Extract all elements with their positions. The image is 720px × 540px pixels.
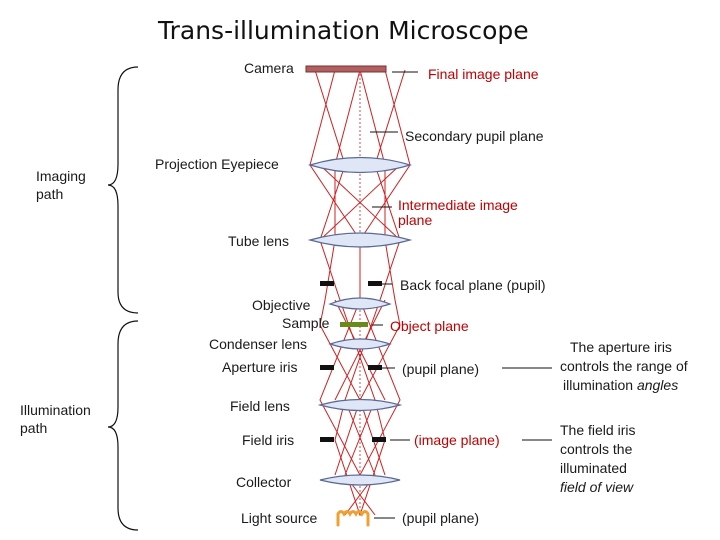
label-aperture-iris: Aperture iris: [222, 359, 298, 375]
plane-secondary-pupil: Secondary pupil plane: [405, 128, 544, 144]
sample-slide: [340, 322, 368, 327]
label-camera: Camera: [244, 60, 294, 76]
label-collector: Collector: [236, 474, 292, 490]
ray: [359, 399, 386, 516]
label-condenser-lens: Condenser lens: [209, 336, 308, 352]
aperture-iris-left: [320, 365, 334, 370]
label-field-lens: Field lens: [230, 398, 290, 414]
plane-pupil-1: (pupil plane): [402, 361, 480, 377]
note-aperture-line3b: angles: [636, 377, 679, 393]
ray: [334, 399, 361, 516]
field-lens: [317, 398, 403, 412]
plane-intermediate-line2: plane: [398, 212, 433, 228]
plane-object: Object plane: [390, 318, 469, 334]
camera-sensor: [305, 65, 387, 73]
plane-final-image: Final image plane: [428, 66, 539, 82]
tube-lens: [307, 232, 413, 248]
plane-pupil-2: (pupil plane): [402, 510, 480, 526]
note-aperture-line2: controls the range of: [560, 358, 688, 374]
note-field-line3: illuminated: [560, 460, 627, 476]
ray: [314, 69, 376, 476]
note-field-line2: controls the: [560, 441, 633, 457]
illumination-path-brace: [107, 320, 139, 531]
plane-image: (image plane): [414, 432, 500, 448]
illumination-path-line1: Illumination: [20, 402, 91, 418]
ray-bundle: [309, 69, 411, 516]
ray: [359, 69, 401, 476]
ray: [359, 69, 411, 476]
field-iris-right: [372, 437, 386, 442]
plane-intermediate-line1: Intermediate image: [398, 197, 518, 213]
field-iris-left: [320, 437, 334, 442]
ray: [319, 69, 361, 476]
ray: [309, 69, 361, 476]
imaging-path-line1: Imaging: [36, 168, 86, 184]
illumination-path-line2: path: [20, 420, 48, 436]
note-field-line1: The field iris: [560, 422, 636, 438]
label-tube-lens: Tube lens: [228, 233, 289, 249]
plane-back-focal: Back focal plane (pupil): [400, 277, 546, 293]
objective-lens: [328, 297, 392, 310]
label-projection-eyepiece: Projection Eyepiece: [155, 156, 279, 172]
imaging-path-line2: path: [36, 186, 64, 202]
collector-lens: [319, 474, 401, 486]
leader-lines: [370, 71, 552, 519]
note-field-line4: field of view: [560, 479, 634, 495]
note-aperture-line1: The aperture iris: [570, 339, 672, 355]
label-light-source: Light source: [241, 510, 318, 526]
label-field-iris: Field iris: [242, 432, 295, 448]
condenser-lens: [328, 338, 392, 350]
imaging-path-brace: [107, 66, 139, 314]
label-sample: Sample: [282, 315, 330, 331]
lamp-filament: [336, 510, 370, 527]
projection-eyepiece-lens: [307, 156, 413, 174]
diagram-title: Trans-illumination Microscope: [158, 16, 529, 45]
note-aperture-line3a: illumination: [563, 377, 637, 393]
note-aperture-line3: illumination angles: [563, 377, 678, 393]
label-objective: Objective: [252, 297, 311, 313]
ray: [344, 69, 406, 476]
back-focal-iris-left: [320, 281, 334, 286]
